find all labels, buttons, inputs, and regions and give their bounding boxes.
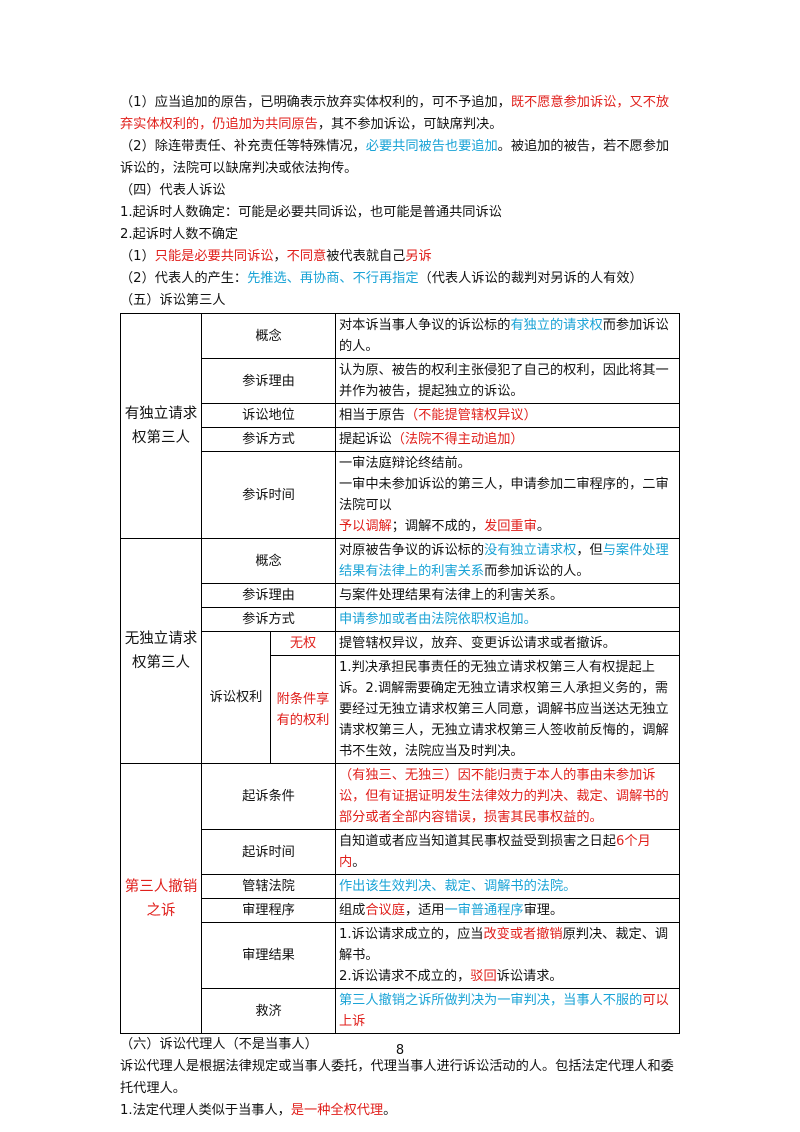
row-content: 认为原、被告的权利主张侵犯了自己的权利，因此将其一并作为被告，提起独立的诉讼。 bbox=[335, 358, 680, 404]
row-content: 对本诉当事人争议的诉讼标的有独立的请求权而参加诉讼的人。 bbox=[335, 313, 680, 359]
row-label: 参诉理由 bbox=[201, 358, 336, 404]
row-content: 相当于原告（不能提管辖权异议） bbox=[335, 403, 680, 428]
paragraph-agent-definition: 诉讼代理人是根据法律规定或当事人委托，代理当事人进行诉讼活动的人。包括法定代理人… bbox=[120, 1059, 674, 1096]
heading-litigation-agent: （六）诉讼代理人（不是当事人） bbox=[120, 1037, 318, 1052]
row-label: 概念 bbox=[201, 313, 336, 359]
table-row: 起诉时间 自知道或者应当知道其民事权益受到损害之日起6个月内。 bbox=[121, 829, 680, 875]
row-label: 审理结果 bbox=[201, 922, 336, 989]
row-label: 起诉条件 bbox=[201, 763, 336, 830]
row-content: 组成合议庭，适用一审普通程序审理。 bbox=[335, 898, 680, 923]
row-content: （有独三、无独三）因不能归责于本人的事由未参加诉讼，但有证据证明发生法律效力的判… bbox=[335, 763, 680, 830]
table-row: 附条件享有的权利 1.判决承担民事责任的无独立请求权第三人有权提起上诉。2.调解… bbox=[121, 655, 680, 764]
row-label: 管辖法院 bbox=[201, 874, 336, 899]
row-label: 诉讼地位 bbox=[201, 403, 336, 428]
row-content: 提起诉讼（法院不得主动追加） bbox=[335, 427, 680, 452]
row-content: 第三人撤销之诉所做判决为一审判决，当事人不服的可以上诉 bbox=[335, 988, 680, 1034]
item-representative-selection: （2）代表人的产生：先推选、再协商、不行再指定（代表人诉讼的裁判对另诉的人有效） bbox=[120, 271, 643, 286]
table-row: 参诉理由 认为原、被告的权利主张侵犯了自己的权利，因此将其一并作为被告，提起独立… bbox=[121, 358, 680, 404]
row-content: 自知道或者应当知道其民事权益受到损害之日起6个月内。 bbox=[335, 829, 680, 875]
table-row: 参诉方式 申请参加或者由法院依职权追加。 bbox=[121, 607, 680, 632]
paragraph-legal-agent: 1.法定代理人类似于当事人，是一种全权代理。 bbox=[120, 1103, 397, 1118]
table-row: 有独立请求权第三人 概念 对本诉当事人争议的诉讼标的有独立的请求权而参加诉讼的人… bbox=[120, 313, 680, 539]
table-row: 参诉时间 一审法庭辩论终结前。 一审中未参加诉讼的第三人，申请参加二审程序的，二… bbox=[121, 451, 680, 539]
paragraph-defendant-addition: （2）除连带责任、补充责任等特殊情况，必要共同被告也要追加。被追加的被告，若不愿… bbox=[120, 139, 670, 176]
table-row: 救济 第三人撤销之诉所做判决为一审判决，当事人不服的可以上诉 bbox=[121, 988, 680, 1034]
group-independent-claim: 有独立请求权第三人 bbox=[120, 313, 202, 539]
row-content: 1.判决承担民事责任的无独立请求权第三人有权提起上诉。2.调解需要确定无独立请求… bbox=[335, 655, 680, 764]
table-row: 第三人撤销之诉 起诉条件 （有独三、无独三）因不能归责于本人的事由未参加诉讼，但… bbox=[120, 763, 680, 1034]
row-content: 作出该生效判决、裁定、调解书的法院。 bbox=[335, 874, 680, 899]
row-content: 对原被告争议的诉讼标的没有独立请求权，但与案件处理结果有法律上的利害关系而参加诉… bbox=[335, 538, 680, 584]
table-row: 审理程序 组成合议庭，适用一审普通程序审理。 bbox=[121, 898, 680, 923]
paragraph-plaintiff-addition: （1）应当追加的原告，已明确表示放弃实体权利的，可不予追加，既不愿意参加诉讼，又… bbox=[120, 95, 670, 132]
row-label: 诉讼权利 bbox=[201, 631, 271, 764]
sub-label: 附条件享有的权利 bbox=[270, 655, 336, 764]
table-row: 无独立请求权第三人 概念 对原被告争议的诉讼标的没有独立请求权，但与案件处理结果… bbox=[120, 538, 680, 764]
row-content: 提管辖权异议，放弃、变更诉讼请求或者撤诉。 bbox=[335, 631, 680, 656]
row-label: 起诉时间 bbox=[201, 829, 336, 875]
table-row: 参诉方式 提起诉讼（法院不得主动追加） bbox=[121, 427, 680, 452]
group-no-independent-claim: 无独立请求权第三人 bbox=[120, 538, 202, 764]
row-label: 救济 bbox=[201, 988, 336, 1034]
row-label: 概念 bbox=[201, 538, 336, 584]
heading-third-party: （五）诉讼第三人 bbox=[120, 293, 226, 308]
row-label: 参诉时间 bbox=[201, 451, 336, 539]
row-content: 一审法庭辩论终结前。 一审中未参加诉讼的第三人，申请参加二审程序的，二审法院可以… bbox=[335, 451, 680, 539]
group-third-party-revocation: 第三人撤销之诉 bbox=[120, 763, 202, 1034]
row-content: 与案件处理结果有法律上的利害关系。 bbox=[335, 583, 680, 608]
table-row: 管辖法院 作出该生效判决、裁定、调解书的法院。 bbox=[121, 874, 680, 899]
row-label: 参诉理由 bbox=[201, 583, 336, 608]
item-fixed-number: 1.起诉时人数确定：可能是必要共同诉讼，也可能是普通共同诉讼 bbox=[120, 205, 502, 220]
item-unfixed-number: 2.起诉时人数不确定 bbox=[120, 227, 239, 242]
row-label: 参诉方式 bbox=[201, 607, 336, 632]
table-row: 诉讼地位 相当于原告（不能提管辖权异议） bbox=[121, 403, 680, 428]
row-label: 审理程序 bbox=[201, 898, 336, 923]
table-row: 参诉理由 与案件处理结果有法律上的利害关系。 bbox=[121, 583, 680, 608]
row-content: 申请参加或者由法院依职权追加。 bbox=[335, 607, 680, 632]
item-necessary-joint: （1）只能是必要共同诉讼，不同意被代表就自己另诉 bbox=[120, 249, 432, 264]
table-row: 审理结果 1.诉讼请求成立的，应当改变或者撤销原判决、裁定、调解书。 2.诉讼请… bbox=[121, 922, 680, 989]
row-label: 参诉方式 bbox=[201, 427, 336, 452]
heading-representative-litigation: （四）代表人诉讼 bbox=[120, 183, 226, 198]
table-row: 诉讼权利 无权 提管辖权异议，放弃、变更诉讼请求或者撤诉。 bbox=[121, 631, 680, 764]
row-content: 1.诉讼请求成立的，应当改变或者撤销原判决、裁定、调解书。 2.诉讼请求不成立的… bbox=[335, 922, 680, 989]
third-party-table: 有独立请求权第三人 概念 对本诉当事人争议的诉讼标的有独立的请求权而参加诉讼的人… bbox=[120, 313, 680, 1034]
page-number: 8 bbox=[395, 1043, 405, 1058]
sub-label: 无权 bbox=[270, 631, 336, 656]
document-body: （1）应当追加的原告，已明确表示放弃实体权利的，可不予追加，既不愿意参加诉讼，又… bbox=[120, 92, 680, 1122]
